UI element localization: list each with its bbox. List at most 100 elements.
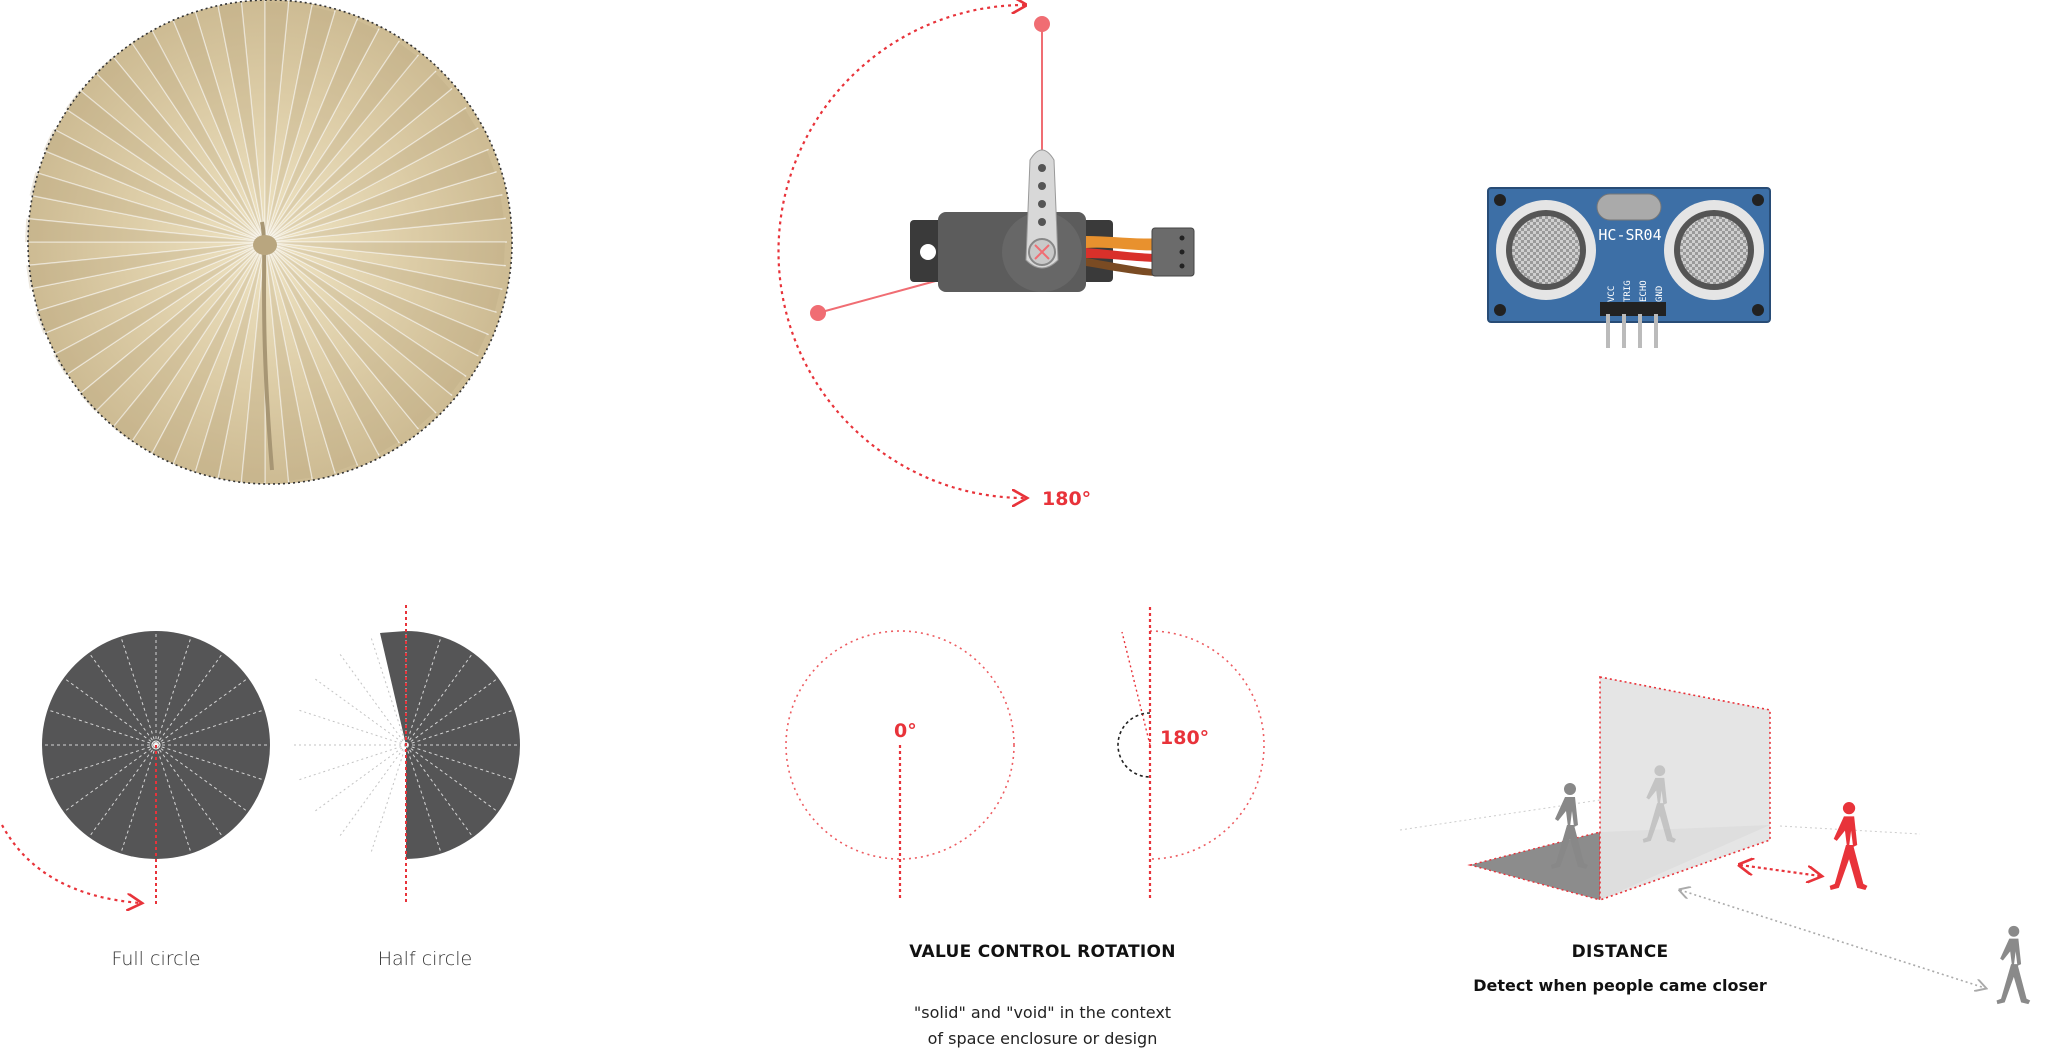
- spoke-line: [110, 54, 266, 243]
- spoke-line: [63, 677, 157, 746]
- servo-motor-icon: [910, 149, 1195, 292]
- servo-angle-label: 180°: [1042, 488, 1092, 510]
- spoke-line: [24, 241, 266, 267]
- folded-paper-fan: [23, 0, 513, 485]
- fan-pleat-shade: [29, 172, 265, 242]
- spoke-line: [264, 4, 313, 243]
- spoke-line: [155, 652, 224, 746]
- sensor-pin-echo: ECHO: [1639, 280, 1649, 302]
- spoke-line: [405, 744, 499, 813]
- spoke-line: [264, 241, 313, 480]
- spoke-line: [264, 241, 503, 290]
- fan-pleat-shade: [265, 242, 312, 481]
- spoke-line: [41, 148, 266, 243]
- spoke-line: [405, 744, 515, 781]
- walking-person-icon: [1996, 925, 2031, 1005]
- spoke-line: [240, 241, 266, 483]
- fan-pleat-shade: [265, 108, 477, 242]
- fan-pleat-shade: [265, 195, 504, 242]
- fan-pleat-shade: [265, 242, 357, 472]
- spoke-line: [264, 241, 467, 377]
- fan-pleat-shade: [265, 2, 289, 242]
- distance-subheading: Detect when people came closer: [1473, 976, 1767, 995]
- spoke-line: [297, 744, 407, 781]
- spoke-line: [63, 744, 157, 813]
- fan-pleat-shade: [265, 6, 335, 242]
- spoke-line: [155, 709, 265, 746]
- spoke-line: [120, 636, 157, 746]
- fan-pleat-shade: [151, 242, 265, 464]
- spoke-line: [264, 194, 503, 243]
- fan-pleat-shade: [43, 128, 265, 242]
- spoke-line: [171, 241, 266, 466]
- spoke-line: [405, 652, 474, 746]
- value-control-description: "solid" and "void" in the context of spa…: [860, 1000, 1225, 1052]
- spoke-line: [24, 217, 266, 243]
- spoke-line: [93, 70, 266, 243]
- fan-pleat-shade: [95, 56, 265, 242]
- fan-pleat-shade: [218, 3, 265, 243]
- rotation-180-diagram: [1117, 607, 1265, 900]
- fan-pleat-shade: [195, 242, 265, 478]
- spoke-line: [264, 28, 380, 243]
- spoke-line: [264, 87, 453, 243]
- spoke-line: [171, 18, 266, 243]
- spoke-line: [264, 10, 336, 243]
- spoke-line: [405, 709, 515, 746]
- half-circle-caption: Half circle: [377, 948, 473, 970]
- spoke-line: [88, 744, 157, 838]
- spoke-line: [264, 241, 380, 456]
- value-control-line-1: "solid" and "void" in the context: [913, 1003, 1172, 1022]
- spoke-line: [264, 148, 489, 243]
- spoke-line: [33, 241, 266, 313]
- spoke-line: [264, 241, 437, 414]
- spoke-line: [405, 744, 442, 854]
- spoke-line: [155, 636, 192, 746]
- fan-pleat-shade: [173, 12, 265, 242]
- spoke-line: [150, 241, 266, 456]
- rotation-zero-label: 0°: [894, 720, 917, 742]
- distance-gray-arrow: [1680, 890, 1985, 988]
- distance-red-arrow: [1740, 865, 1820, 876]
- walking-person-icon: [1829, 802, 1868, 890]
- sensor-pin-labels: VCC TRIG ECHO GND: [1607, 280, 1665, 302]
- spoke-line: [155, 744, 265, 781]
- spoke-line: [130, 40, 266, 243]
- spoke-line: [150, 28, 266, 243]
- fan-pleat-shade: [112, 242, 265, 442]
- spoke-line: [338, 744, 407, 838]
- spoke-line: [264, 127, 479, 243]
- spoke-line: [405, 636, 442, 746]
- spoke-line: [264, 241, 400, 444]
- spoke-line: [27, 194, 266, 243]
- spoke-line: [63, 241, 266, 377]
- spoke-line: [51, 127, 266, 243]
- rotation-zero-diagram: [785, 630, 1015, 900]
- fan-pleat-shade: [131, 30, 265, 242]
- fan-pleat-shade: [265, 42, 418, 243]
- spoke-line: [217, 4, 266, 243]
- spoke-line: [264, 70, 437, 243]
- spoke-line: [93, 241, 266, 414]
- spoke-line: [313, 677, 407, 746]
- spoke-line: [264, 1, 290, 243]
- spoke-line: [155, 744, 249, 813]
- fan-pleat-shade: [26, 242, 266, 289]
- spoke-line: [194, 10, 266, 243]
- spoke-line: [155, 744, 192, 854]
- fan-pleat-shade: [265, 242, 465, 395]
- servo-rotation-arc: [777, 5, 1026, 498]
- distance-heading: DISTANCE: [1571, 942, 1669, 962]
- value-control-line-2: of space enclosure or design: [927, 1029, 1158, 1048]
- spoke-line: [217, 241, 266, 480]
- spoke-line: [338, 652, 407, 746]
- spoke-line: [264, 40, 400, 243]
- sensor-model-label: HC-SR04: [1598, 226, 1661, 244]
- distance-diagram: [1399, 676, 2031, 1005]
- full-circle-diagram: [1, 631, 270, 905]
- fan-pleat-shade: [265, 242, 501, 312]
- spoke-line: [264, 241, 290, 483]
- spoke-line: [27, 241, 266, 290]
- spoke-line: [51, 241, 266, 357]
- spoke-line: [120, 744, 157, 854]
